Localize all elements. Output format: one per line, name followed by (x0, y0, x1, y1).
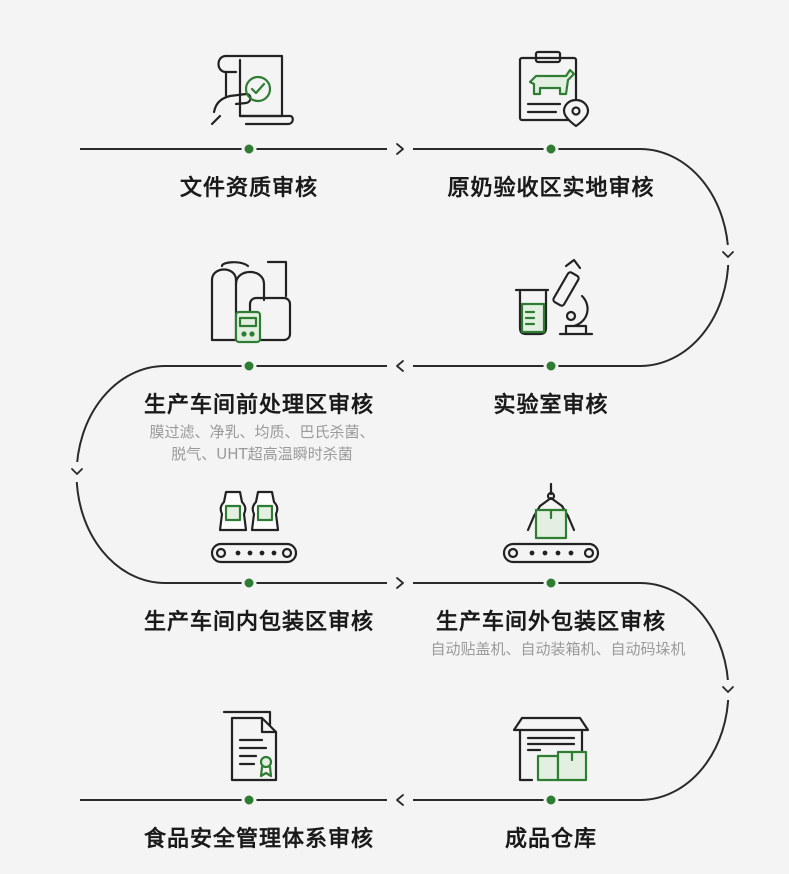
arrow-left-2 (396, 360, 404, 372)
certificate-icon (222, 710, 278, 782)
step-title-inner-packing: 生产车间内包装区审核 (143, 610, 374, 635)
node-pretreatment (241, 358, 257, 374)
flow-nodes (241, 141, 559, 808)
robot-box-conveyor-icon (502, 482, 600, 564)
bottles-conveyor-icon (210, 490, 298, 564)
clipboard-cow-icon (518, 50, 590, 128)
arrow-down-2 (71, 468, 83, 475)
tanks-icon (210, 260, 292, 344)
node-lab (543, 358, 559, 374)
arrow-left-4 (396, 794, 404, 806)
node-inner-packing (241, 575, 257, 591)
step-note-line: 自动贴盖机、自动装箱机、自动码垛机 (430, 640, 686, 658)
arrow-down-3 (722, 686, 734, 693)
node-doc-review (241, 141, 257, 157)
arrow-down-1 (722, 251, 734, 258)
step-title-milk-reception: 原奶验收区实地审核 (447, 176, 655, 201)
step-note-line: 脱气、UHT超高温瞬时杀菌 (171, 445, 353, 463)
step-note-line: 膜过滤、净乳、均质、巴氏杀菌、 (149, 423, 375, 441)
step-note-pretreatment: 膜过滤、净乳、均质、巴氏杀菌、 脱气、UHT超高温瞬时杀菌 (92, 421, 432, 465)
microscope-icon (514, 258, 594, 336)
arrow-right-3 (396, 577, 404, 589)
warehouse-icon (512, 716, 590, 782)
arrow-right-1 (396, 143, 404, 155)
node-milk-reception (543, 141, 559, 157)
step-title-warehouse: 成品仓库 (504, 827, 597, 852)
step-title-outer-packing: 生产车间外包装区审核 (435, 610, 666, 635)
node-outer-packing (543, 575, 559, 591)
node-warehouse (543, 792, 559, 808)
document-check-icon (210, 54, 294, 126)
step-title-lab: 实验室审核 (493, 393, 609, 418)
step-title-food-safety: 食品安全管理体系审核 (143, 827, 374, 852)
step-title-pretreatment: 生产车间前处理区审核 (143, 393, 374, 418)
step-title-doc-review: 文件资质审核 (179, 176, 318, 201)
step-note-outer-packing: 自动贴盖机、自动装箱机、自动码垛机 (388, 638, 728, 660)
node-food-safety (241, 792, 257, 808)
flow-connector-line (75, 148, 730, 801)
